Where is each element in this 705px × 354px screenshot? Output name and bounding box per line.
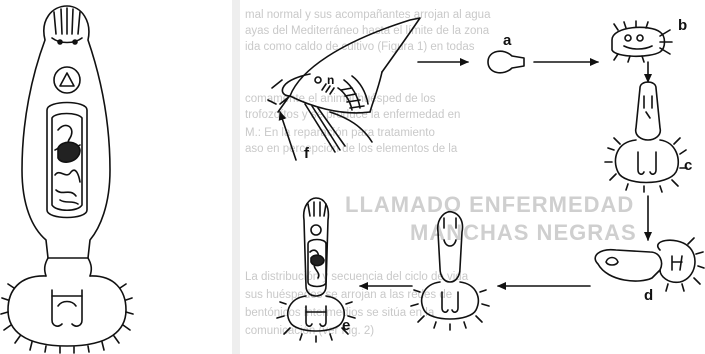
background-text-line: aso en percepción de los elementos de la: [245, 143, 458, 155]
background-text-line: M.: En la reparación para tratamiento: [245, 127, 435, 139]
background-heading: LLAMADO ENFERMEDAD: [345, 192, 634, 217]
background-text-line: ida como caldo de cultivo (Figura 1) en …: [245, 41, 475, 53]
egg-illustration: [488, 51, 524, 73]
scan-edge-shadow: [232, 0, 240, 354]
label-n: n: [327, 73, 334, 87]
label-c: c: [684, 157, 692, 174]
background-text-layer: mal normal y sus acompañantes arrojan al…: [245, 9, 637, 337]
attached-larva-illustration: [595, 238, 704, 291]
oncomiracidium-illustration: [612, 21, 672, 62]
background-text-line: trofozoítos y se produce la enfermedad e…: [245, 109, 460, 121]
juvenile-illustration: [605, 82, 687, 192]
label-a: a: [503, 32, 512, 49]
label-b: b: [678, 17, 687, 34]
background-text-line: bentónicos intermedios se sitúa en la: [245, 307, 435, 319]
pointer-line: [272, 80, 282, 88]
adult-worm-illustration: [1, 6, 133, 353]
label-e: e: [342, 317, 350, 334]
label-d: d: [644, 287, 653, 304]
background-text-line: La distribución y secuencia del ciclo de…: [245, 271, 469, 283]
background-text-line: mal normal y sus acompañantes arrojan al…: [245, 9, 491, 21]
